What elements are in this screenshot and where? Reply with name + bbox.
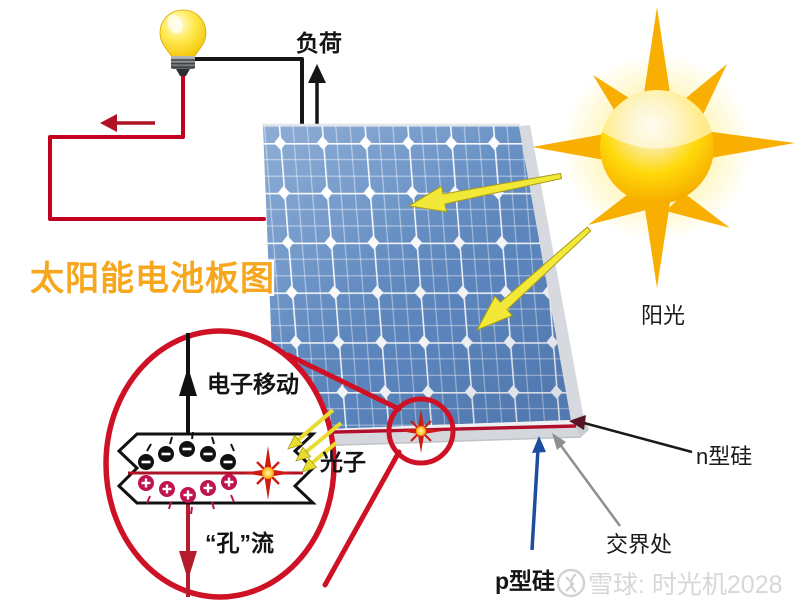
watermark: 雪球: 时光机2028 <box>556 568 783 599</box>
zoom-source-circle <box>386 396 456 466</box>
black-wire <box>192 57 304 130</box>
junction-label: 交界处 <box>606 532 672 557</box>
junction-pointer <box>552 433 622 527</box>
n-type-label: n型硅 <box>696 444 752 469</box>
electron-movement-label: 电子移动 <box>207 371 299 397</box>
layer-callouts: n型硅 交界处 p型硅 <box>495 415 752 594</box>
watermark-logo-icon <box>556 568 586 598</box>
panel-frame-right <box>519 125 583 420</box>
p-type-pointer <box>530 436 546 551</box>
photon-label: 光子 <box>319 449 366 475</box>
hole-flow-arrow <box>179 504 197 597</box>
sunlight-arrow-upper <box>407 172 563 213</box>
hole-flow-label: “孔”流 <box>205 530 274 556</box>
red-wire <box>48 66 266 221</box>
sunlight-arrow-lower <box>475 226 592 331</box>
photon-burst-large <box>243 446 293 500</box>
circuit-wires <box>48 57 326 221</box>
n-type-pointer <box>569 415 693 454</box>
load-arrow <box>308 64 326 127</box>
sun-rays <box>532 7 795 288</box>
current-direction-arrow <box>100 114 155 132</box>
junction-detail: 电子移动 光子 “孔”流 <box>116 333 366 597</box>
sun-icon <box>532 7 795 288</box>
watermark-text: 雪球: 时光机2028 <box>588 571 783 599</box>
panel-side-bottom <box>277 427 581 447</box>
holes <box>138 474 237 515</box>
electrons <box>138 431 236 470</box>
sunlight-arrows <box>407 172 592 331</box>
load-label: 负荷 <box>296 30 342 56</box>
p-type-label: p型硅 <box>495 568 555 594</box>
sunlight-label: 阳光 <box>641 303 685 328</box>
photon-arrows <box>287 408 343 473</box>
light-bulb-icon <box>159 9 207 76</box>
solar-panel <box>262 123 589 448</box>
electron-flow-arrow <box>179 333 197 434</box>
diagram-title: 太阳能电池板图 <box>30 260 275 298</box>
photon-burst-small <box>400 409 442 453</box>
